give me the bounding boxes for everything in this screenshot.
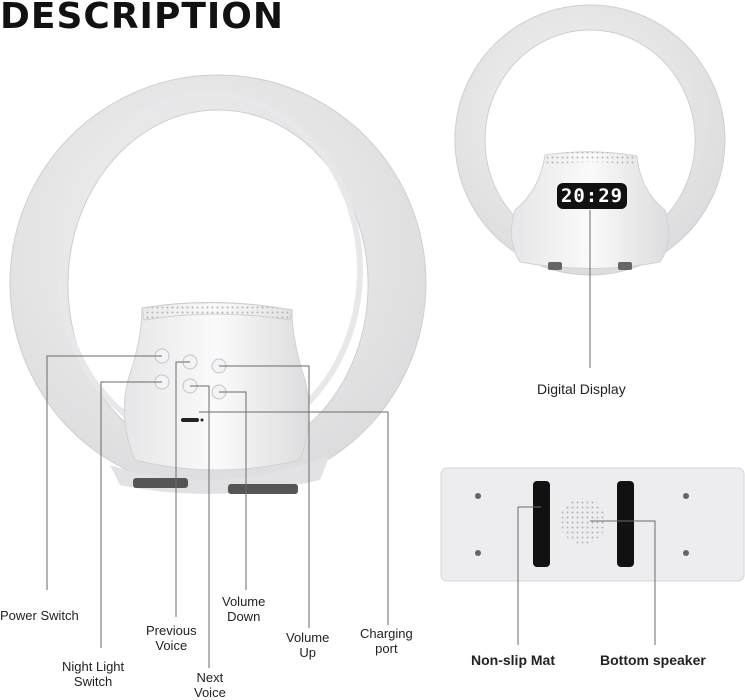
page-title: DESCRIPTION (0, 0, 285, 37)
bottom-speaker-label: Bottom speaker (600, 652, 706, 668)
small-lamp (454, 4, 726, 368)
large-lamp (9, 74, 427, 494)
volume-up-line1: Volume (286, 630, 330, 645)
volume-up-label: Volume Up (286, 630, 329, 660)
charging-line1: Charging (360, 626, 413, 641)
previous-line1: Previous (146, 623, 197, 638)
volume-down-line1: Volume (222, 594, 266, 609)
night-light-switch-label: Night Light Switch (62, 659, 124, 689)
previous-voice-label: Previous Voice (146, 623, 197, 653)
charging-port-label: Charging port (360, 626, 413, 656)
next-voice-label: Next Voice (194, 670, 226, 700)
digital-display-screen: 20:29 (557, 183, 627, 209)
charging-line2: port (375, 641, 398, 656)
power-switch-label: Power Switch (0, 608, 79, 623)
bottom-view (440, 467, 745, 645)
digital-display-label: Digital Display (537, 381, 626, 397)
next-line1: Next (196, 670, 224, 685)
previous-line2: Voice (155, 638, 188, 653)
next-line2: Voice (194, 685, 226, 700)
night-light-line2: Switch (73, 674, 113, 689)
non-slip-mat-label: Non-slip Mat (471, 652, 555, 668)
volume-down-label: Volume Down (222, 594, 265, 624)
night-light-line1: Night Light (62, 659, 125, 674)
volume-up-line2: Up (299, 645, 316, 660)
volume-down-line2: Down (227, 609, 261, 624)
